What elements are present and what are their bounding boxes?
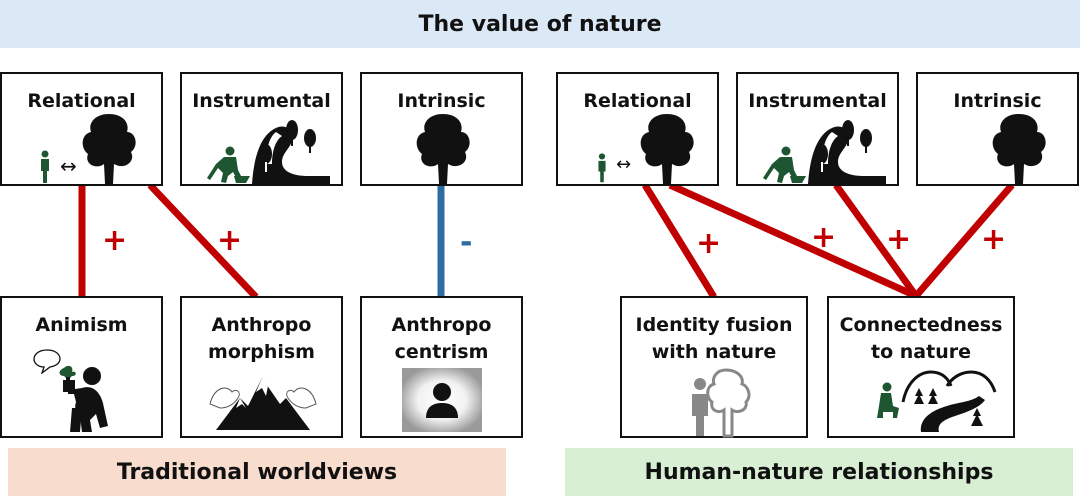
outcome-label-line1: Anthropo: [391, 314, 492, 336]
outcome-label-line1: Anthropo: [211, 314, 312, 336]
outcome-box-identity-fusion: Identity fusion with nature: [620, 296, 808, 438]
person-icon: [598, 153, 606, 183]
value-label: Relational: [583, 90, 692, 112]
outcome-label-line1: Identity fusion: [635, 314, 793, 336]
tree-icon: [82, 114, 136, 184]
tree-icon: [416, 114, 470, 184]
value-box-intrinsic-left: Intrinsic: [360, 72, 523, 186]
value-box-instrumental-right: Instrumental: [736, 72, 899, 186]
outcome-label-line2: with nature: [651, 341, 777, 363]
outcome-label-line2: morphism: [208, 341, 315, 363]
person-icon: [41, 150, 49, 183]
landscape-icon: [901, 370, 997, 432]
sign-intrinsic-connectedness: +: [981, 222, 1006, 257]
value-box-intrinsic-right: Intrinsic: [916, 72, 1079, 186]
sitting-person-icon: [59, 365, 108, 432]
link-instrumental-connectedness: [833, 182, 919, 299]
landscape-icon: [252, 120, 330, 184]
value-label: Instrumental: [192, 90, 331, 112]
value-box-relational-right: Relational ↔: [556, 72, 719, 186]
worker-icon: [763, 146, 806, 183]
link-relational-identity: [642, 183, 717, 299]
sign-instrumental-connectedness: +: [886, 222, 911, 257]
value-box-instrumental-left: Instrumental: [180, 72, 343, 186]
value-label: Instrumental: [748, 90, 887, 112]
outcome-label-line2: centrism: [394, 341, 489, 363]
group-banner-traditional: Traditional worldviews: [8, 448, 506, 496]
landscape-icon: [808, 120, 886, 184]
worker-icon: [207, 146, 250, 183]
sign-relational-identity: +: [696, 226, 721, 261]
group-banner-human-nature: Human-nature relationships: [565, 448, 1073, 496]
diagram-title: The value of nature: [418, 11, 662, 37]
outcome-box-anthropocentrism: Anthropo centrism: [360, 296, 523, 438]
mountain-icon: [209, 378, 317, 430]
tree-icon: [640, 114, 694, 184]
outcome-label-line1: Connectedness: [839, 314, 1003, 336]
link-relational-anthropomorphism: [147, 182, 259, 300]
outcome-box-animism: Animism: [0, 296, 163, 438]
exchange-arrow: ↔: [616, 154, 632, 175]
value-label: Intrinsic: [397, 90, 486, 112]
sign-relational-connectedness: +: [811, 220, 836, 255]
tree-icon: [992, 114, 1046, 184]
sign-relational-animism: +: [102, 223, 127, 258]
kneeling-person-icon: [877, 382, 899, 418]
value-label: Relational: [27, 90, 136, 112]
link-relational-connectedness: [668, 181, 918, 300]
speech-bubble-icon: [33, 349, 61, 374]
exchange-arrow: ↔: [60, 154, 77, 178]
title-banner: The value of nature: [0, 0, 1080, 48]
group-label: Human-nature relationships: [644, 459, 994, 485]
value-box-relational-left: Relational ↔: [0, 72, 163, 186]
value-label: Intrinsic: [953, 90, 1042, 112]
sign-intrinsic-anthropocentrism: -: [460, 225, 472, 260]
group-label: Traditional worldviews: [116, 459, 398, 485]
sign-relational-anthropomorphism: +: [217, 223, 242, 258]
person-tree-icon: [692, 368, 751, 438]
outcome-label-line2: to nature: [871, 341, 971, 363]
outcome-box-anthropomorphism: Anthropo morphism: [180, 296, 343, 438]
outcome-box-connectedness: Connectedness to nature: [827, 296, 1015, 438]
bust-icon: [402, 368, 482, 432]
outcome-label: Animism: [35, 314, 128, 336]
link-intrinsic-connectedness: [913, 182, 1015, 299]
